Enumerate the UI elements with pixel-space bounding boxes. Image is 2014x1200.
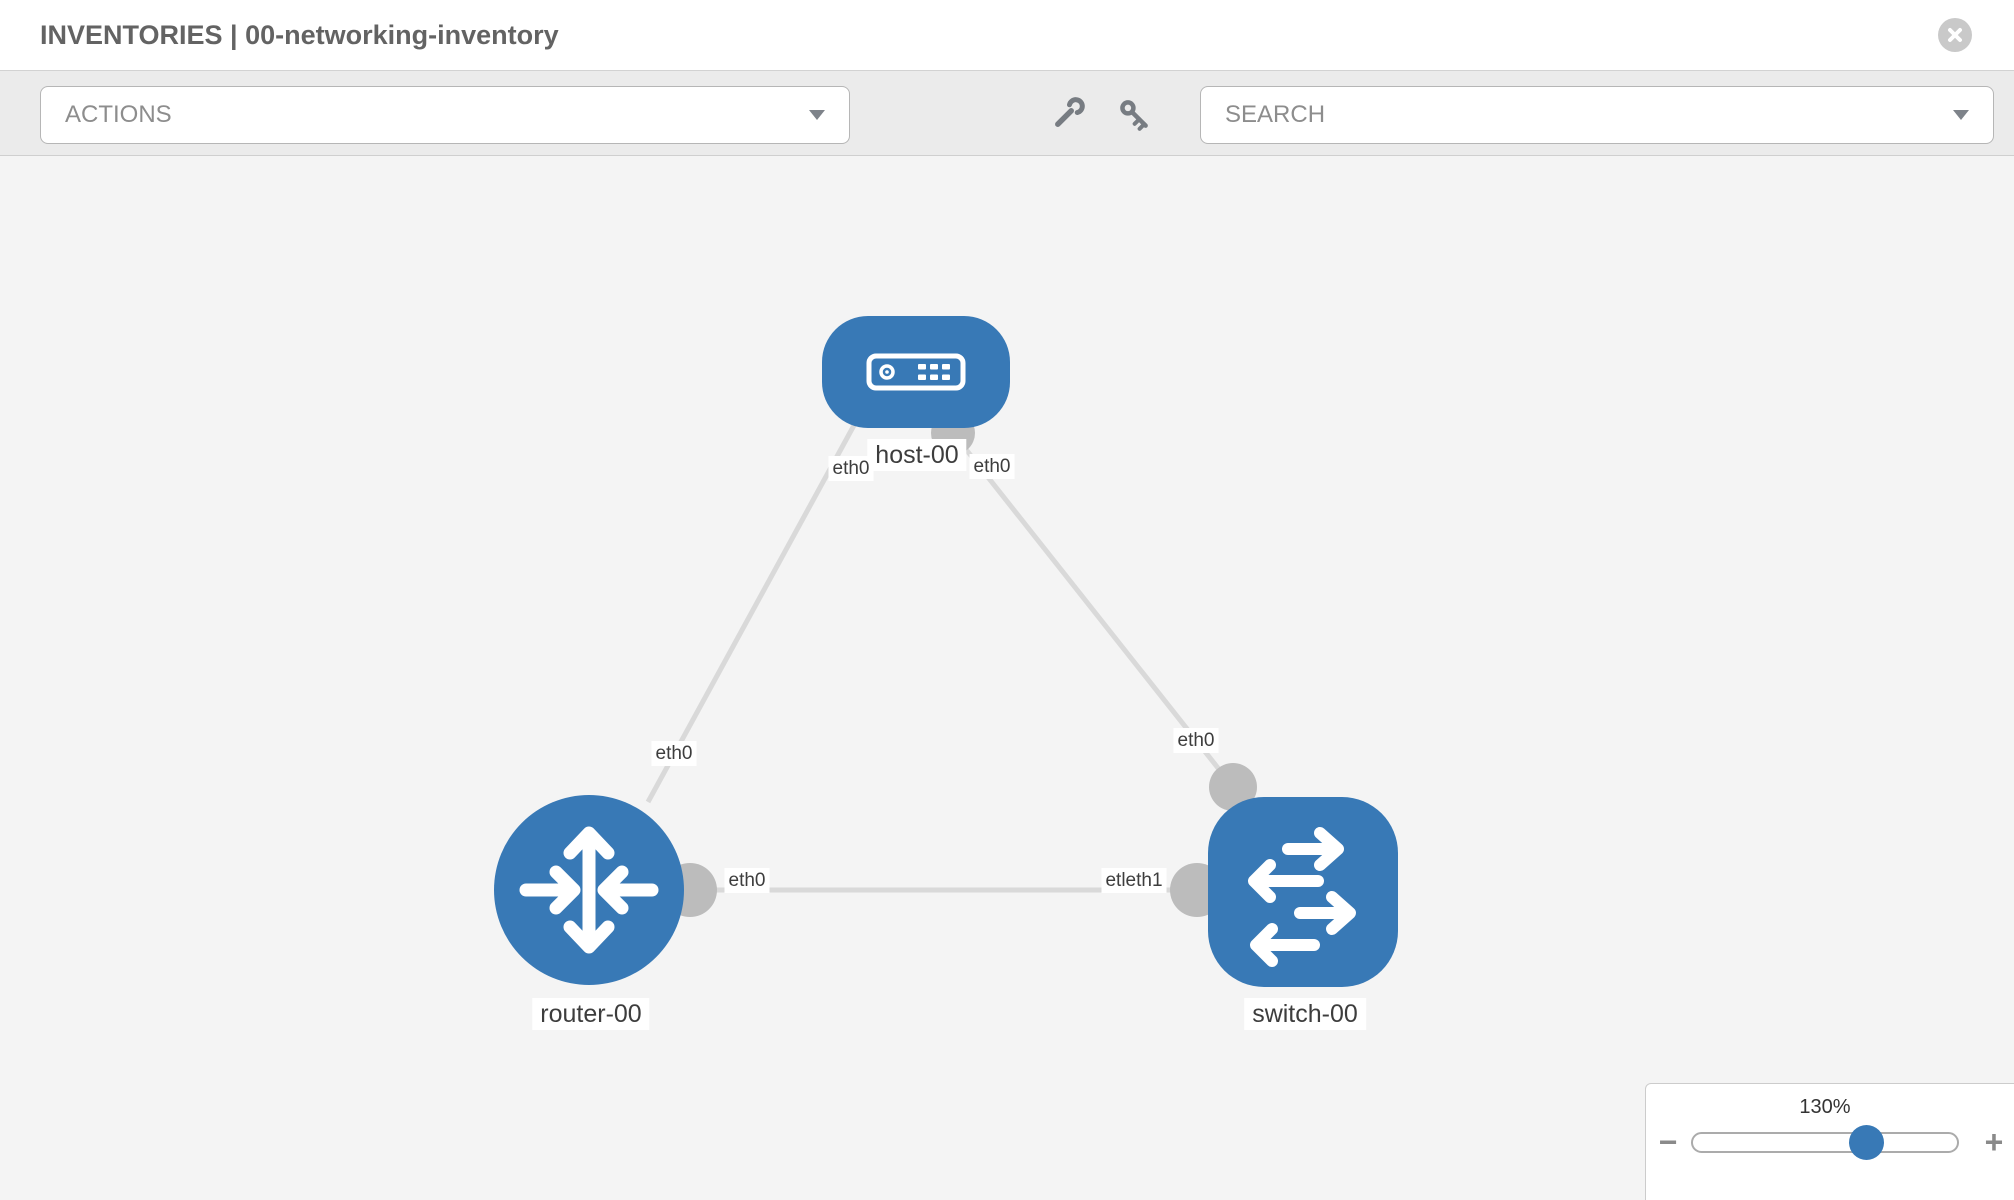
toolbar: ACTIONS SEARCH [0,70,2014,156]
switch-icon [1248,827,1356,967]
actions-dropdown[interactable]: ACTIONS [40,86,850,144]
actions-dropdown-label: ACTIONS [65,101,172,128]
chevron-down-icon [809,110,825,120]
port-label: etleth1 [1101,868,1167,893]
node-label-switch: switch-00 [1244,998,1366,1030]
wrench-button[interactable] [1038,86,1096,144]
zoom-level-label: 130% [1799,1096,1851,1118]
key-button[interactable] [1106,86,1164,144]
node-label-host: host-00 [867,439,967,471]
node-label-router: router-00 [532,998,650,1030]
zoom-slider[interactable] [1691,1125,1959,1160]
node-host-00[interactable] [822,316,1010,428]
page-title: INVENTORIES | 00-networking-inventory [40,20,559,50]
node-switch-00[interactable] [1208,797,1398,987]
port-label: eth0 [1173,728,1219,753]
router-icon [519,826,659,954]
port-label: eth0 [969,454,1015,479]
topology-canvas[interactable]: host-00 router-00 switch-00 eth0 eth0 et… [0,156,2014,1200]
chevron-down-icon [1953,110,1969,120]
header: INVENTORIES | 00-networking-inventory [0,0,2014,70]
node-router-00[interactable] [494,795,684,985]
zoom-slider-thumb[interactable] [1849,1125,1884,1160]
port-label: eth0 [828,456,874,481]
search-dropdown-label: SEARCH [1225,101,1326,128]
port-label: eth0 [724,868,770,893]
topology-links [645,411,1257,917]
wrench-icon [1055,97,1085,127]
port-label: eth0 [651,741,697,766]
close-button[interactable] [1938,18,1972,52]
key-icon [1120,100,1148,131]
zoom-in-button[interactable]: + [1976,1124,2012,1160]
zoom-panel: 130% − + [1645,1083,2014,1200]
close-icon [1948,28,1962,42]
zoom-out-button[interactable]: − [1650,1124,1686,1160]
host-icon [866,353,966,391]
search-dropdown[interactable]: SEARCH [1200,86,1994,144]
